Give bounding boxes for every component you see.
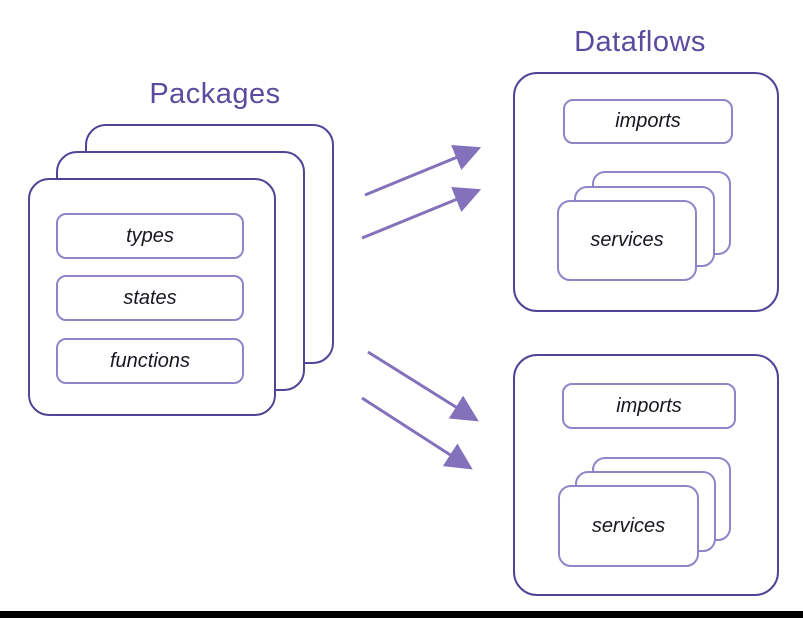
dataflow-top-imports-label: imports xyxy=(615,110,681,132)
dataflow-box-bottom: imports services xyxy=(513,354,779,596)
package-item-states: states xyxy=(56,275,244,321)
dataflow-top-service-card-front: services xyxy=(557,200,697,281)
package-item-functions: functions xyxy=(56,338,244,384)
arrow-packages-to-dataflow-bottom-2 xyxy=(367,350,479,422)
arrow-packages-to-dataflow-top-0 xyxy=(364,145,482,197)
package-item-functions-label: functions xyxy=(109,349,191,372)
dataflow-bottom-imports-label: imports xyxy=(616,394,682,417)
packages-title: Packages xyxy=(149,78,281,110)
package-card-front: types states functions xyxy=(28,178,276,416)
dataflow-box-top: imports services xyxy=(513,72,779,312)
arrow-packages-to-dataflow-top-1 xyxy=(361,187,482,240)
bottom-edge-bar xyxy=(0,611,803,618)
arrow-packages-to-dataflow-bottom-3 xyxy=(361,396,473,470)
dataflow-bottom-service-card-front: services xyxy=(558,485,699,567)
dataflow-top-imports: imports xyxy=(563,99,733,144)
dataflow-bottom-services-label: services xyxy=(591,514,666,537)
dataflow-top-services-label: services xyxy=(590,229,664,251)
package-item-types: types xyxy=(56,213,244,259)
package-item-states-label: states xyxy=(123,286,177,309)
dataflows-title: Dataflows xyxy=(574,26,706,58)
package-item-types-label: types xyxy=(126,224,174,247)
dataflow-bottom-imports: imports xyxy=(562,383,736,429)
